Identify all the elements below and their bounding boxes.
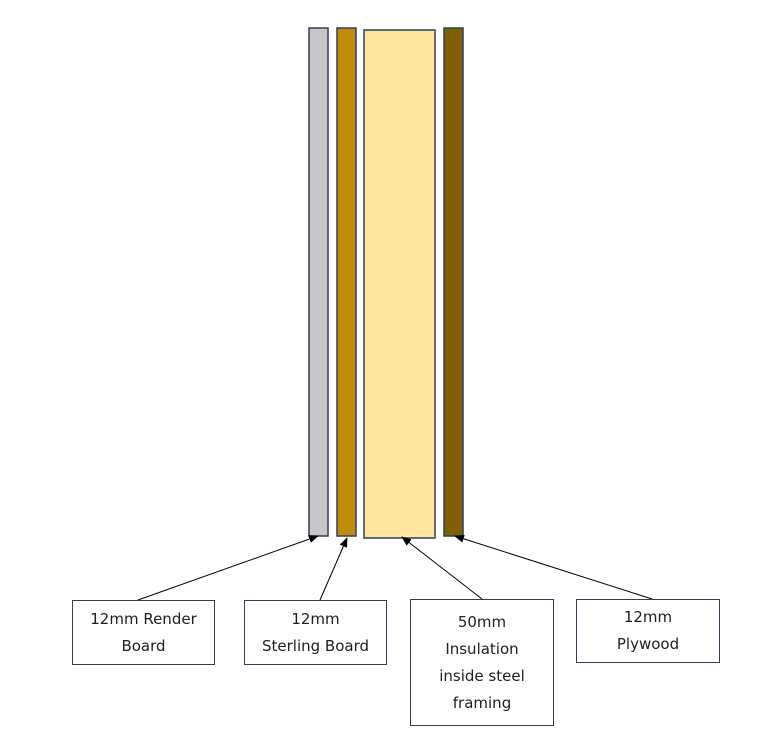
insulation-label-line-3: inside steel [439, 666, 525, 685]
render-board-label-line-2: Board [121, 636, 166, 655]
render-board-label-box: 12mm Render Board [72, 600, 215, 665]
sterling-board-arrow [319, 537, 348, 601]
sterling-board-label-box: 12mm Sterling Board [244, 600, 387, 665]
insulation-label-box: 50mm Insulation inside steel framing [410, 599, 554, 726]
plywood-layer [443, 27, 464, 537]
insulation-label-line-2: Insulation [445, 639, 519, 658]
plywood-label-line-1: 12mm [623, 608, 673, 626]
insulation-label-line-1: 50mm [457, 612, 507, 631]
sterling-board-label-line-2: Sterling Board [261, 636, 369, 655]
sterling-board-layer [336, 27, 357, 537]
render-board-layer [308, 27, 329, 537]
insulation-layer [363, 29, 436, 539]
insulation-arrow [401, 536, 483, 600]
plywood-label-line-2: Plywood [616, 635, 680, 653]
plywood-arrow [454, 534, 653, 600]
render-board-arrow [137, 535, 319, 601]
sterling-board-label-line-1: 12mm [291, 609, 340, 628]
render-board-label-line-1: 12mm Render [90, 609, 197, 628]
plywood-label-box: 12mm Plywood [576, 599, 720, 663]
insulation-label-line-4: framing [452, 693, 512, 712]
